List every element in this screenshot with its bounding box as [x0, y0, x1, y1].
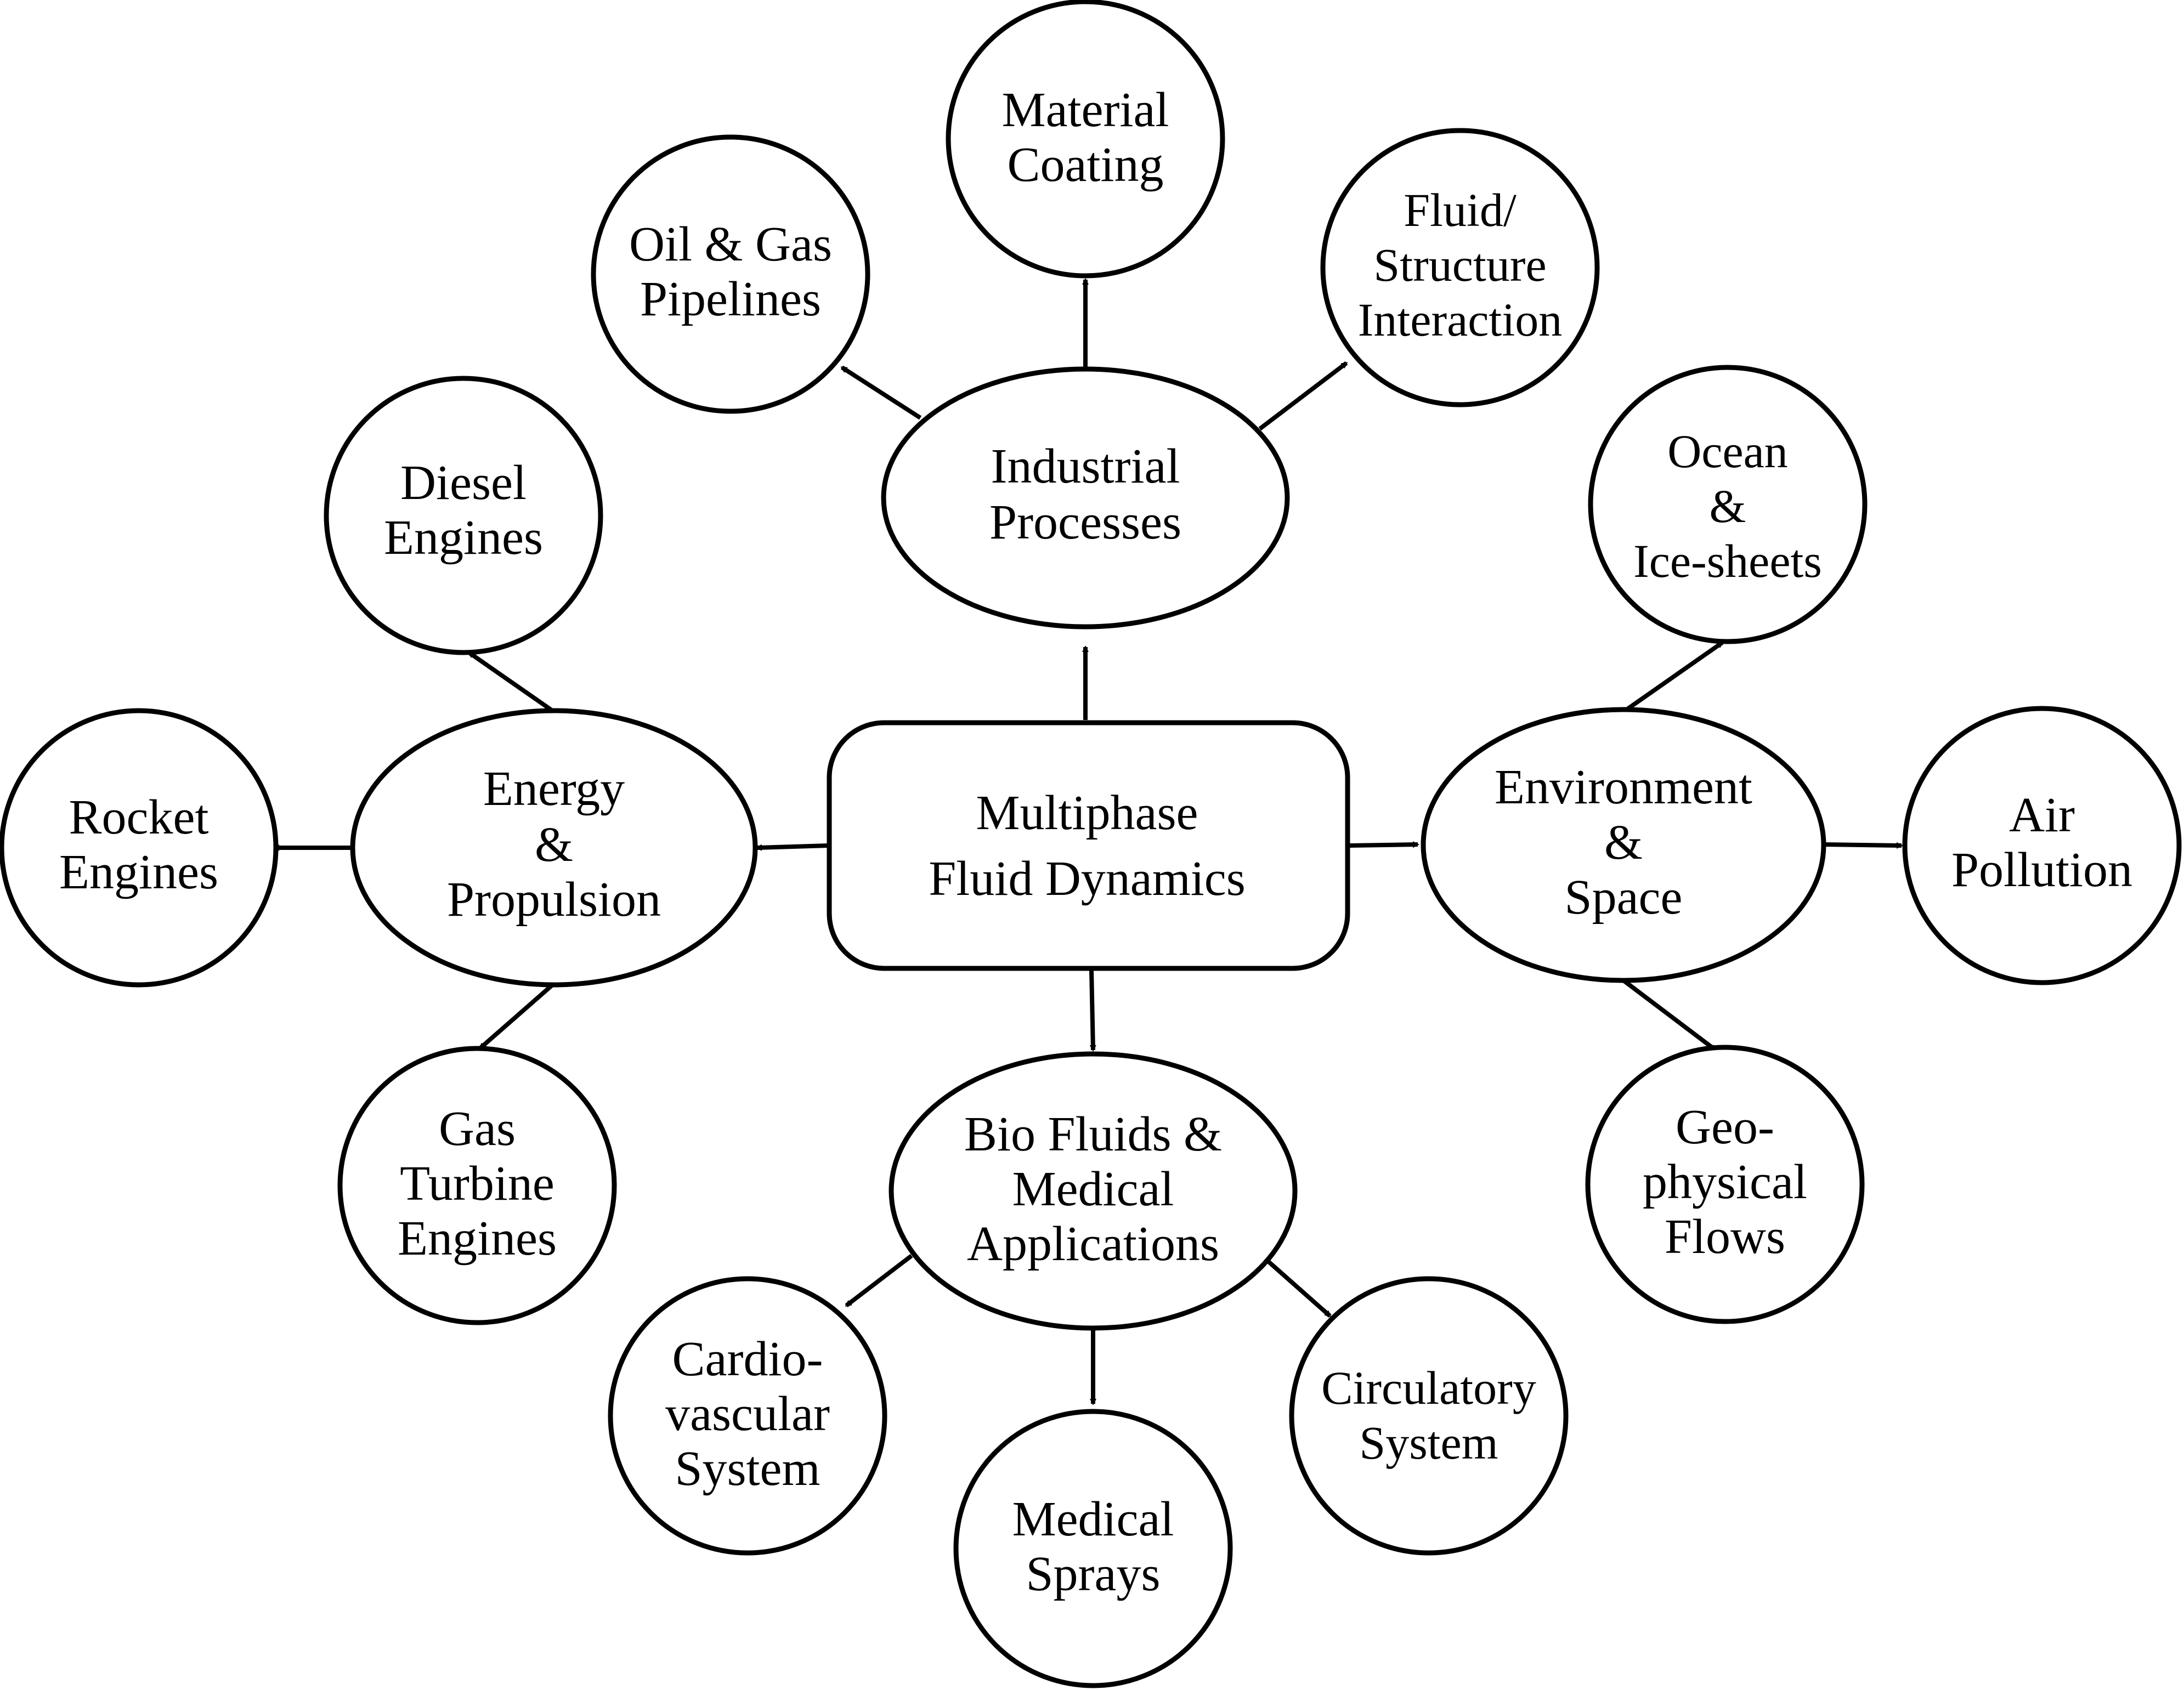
industrial-node-ellipse: [881, 366, 1290, 630]
cardio-node-circle: [608, 1276, 887, 1556]
coating-node-label-line-2: Coating: [1008, 138, 1164, 192]
edge-environment-air: [1823, 842, 1903, 849]
edge-industrial-oilgas: [840, 365, 922, 420]
edge-environment-geo: [1622, 978, 1717, 1052]
geo-node-label-line-3: Flows: [1665, 1210, 1785, 1264]
sprays-node-label-line-2: Sprays: [1026, 1547, 1161, 1601]
edge-layer: [273, 278, 1903, 1405]
air-node-label-line-2: Pollution: [1951, 843, 2132, 897]
geo-node-label-line-2: physical: [1643, 1155, 1807, 1209]
circulatory-node-label-line-1: Circulatory: [1321, 1362, 1536, 1414]
oilgas-node-label-line-2: Pipelines: [640, 272, 821, 326]
edge-industrial-fsi: [1258, 361, 1348, 431]
rocket-node-label-line-1: Rocket: [69, 790, 209, 844]
geo-node-label-line-1: Geo-: [1676, 1100, 1774, 1154]
environment-node-label-line-2: &: [1604, 815, 1643, 870]
diesel-node-circle: [324, 376, 603, 655]
fsi-node-label-line-1: Fluid/: [1404, 184, 1517, 236]
energy-node-label-line-1: Energy: [483, 762, 625, 816]
air-node-circle: [1902, 706, 2182, 985]
industrial-node-label-line-1: Industrial: [991, 439, 1180, 494]
bio-node-ellipse: [889, 1051, 1298, 1331]
ocean-node-label-line-1: Ocean: [1667, 425, 1788, 478]
center-node-label-line-1: Multiphase: [976, 786, 1198, 840]
ocean-node-circle: [1588, 365, 1868, 644]
geo-node-circle: [1585, 1045, 1865, 1324]
ocean-node-label-line-3: Ice-sheets: [1633, 535, 1822, 587]
edge-center-bio: [1089, 970, 1096, 1052]
air-node-label-line-1: Air: [2009, 788, 2075, 842]
edge-center-energy: [755, 843, 829, 851]
energy-node-ellipse: [350, 708, 758, 988]
edge-environment-ocean: [1622, 640, 1724, 714]
energy-node-label-line-2: &: [535, 818, 573, 872]
gasturbine-node-circle: [337, 1046, 617, 1325]
bio-node-label-line-3: Applications: [967, 1217, 1219, 1271]
coating-node-label-line-1: Material: [1002, 83, 1169, 137]
circulatory-node-label-line-2: System: [1359, 1416, 1498, 1469]
bio-node-label-line-2: Medical: [1012, 1162, 1174, 1216]
diesel-node-label-line-1: Diesel: [400, 456, 527, 510]
rocket-node-circle: [0, 708, 279, 988]
edge-energy-gasturbine: [478, 980, 557, 1051]
diesel-node-label-line-2: Engines: [384, 511, 543, 565]
coating-node-circle: [946, 0, 1225, 279]
fsi-node-label-line-3: Interaction: [1358, 293, 1562, 346]
sprays-node-circle: [953, 1409, 1233, 1688]
rocket-node-label-line-2: Engines: [59, 845, 218, 899]
cardio-node-label-line-1: Cardio-: [672, 1332, 823, 1386]
center-node-label-line-2: Fluid Dynamics: [929, 852, 1246, 906]
energy-node-label-line-3: Propulsion: [447, 872, 661, 927]
environment-node-label-line-1: Environment: [1495, 760, 1752, 814]
circulatory-node-circle: [1289, 1276, 1569, 1556]
ocean-node-label-line-2: &: [1710, 480, 1746, 532]
edge-energy-diesel: [467, 650, 556, 714]
sprays-node-label-line-1: Medical: [1012, 1492, 1174, 1546]
edge-bio-cardio: [845, 1254, 913, 1308]
oilgas-node-circle: [591, 134, 870, 414]
edge-center-environment: [1349, 841, 1419, 848]
fsi-node-circle: [1320, 128, 1600, 407]
industrial-node-label-line-2: Processes: [989, 495, 1181, 549]
oilgas-node-label-line-1: Oil & Gas: [629, 217, 832, 271]
gasturbine-node-label-line-2: Turbine: [400, 1156, 555, 1211]
bio-node-label-line-1: Bio Fluids &: [964, 1107, 1222, 1161]
gasturbine-node-label-line-3: Engines: [398, 1211, 557, 1266]
gasturbine-node-label-line-1: Gas: [439, 1102, 516, 1156]
fsi-node-label-line-2: Structure: [1373, 239, 1546, 291]
environment-node-ellipse: [1421, 707, 1826, 983]
center-node-box: [827, 720, 1350, 971]
environment-node-label-line-3: Space: [1565, 870, 1683, 925]
cardio-node-label-line-3: System: [675, 1442, 820, 1496]
edge-bio-circulatory: [1267, 1260, 1332, 1318]
cardio-node-label-line-2: vascular: [665, 1387, 830, 1441]
